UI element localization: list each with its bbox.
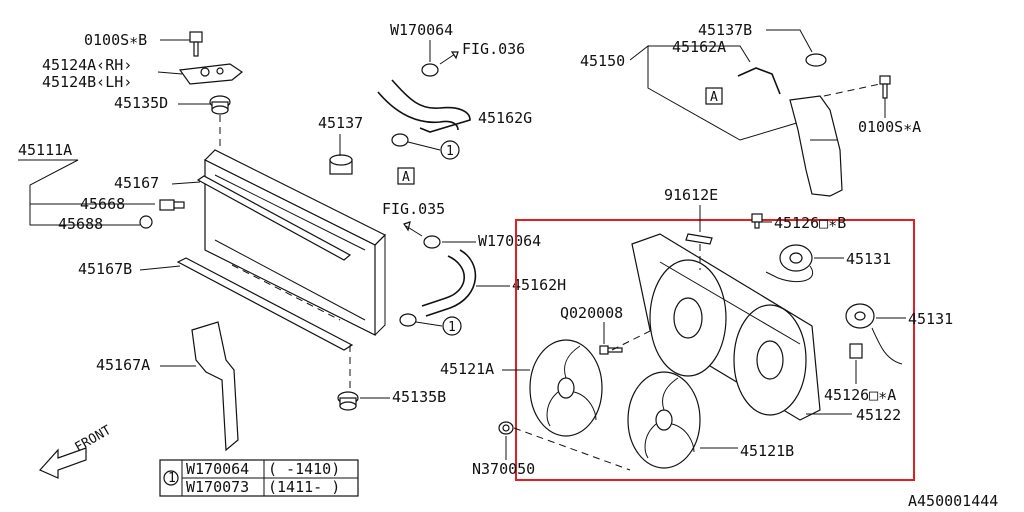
label-fig-036: FIG.036 bbox=[462, 40, 525, 58]
legend-range-1: ( -1410) bbox=[268, 460, 340, 478]
upper-bracket bbox=[178, 63, 244, 85]
label-lower-clamp: W170064 bbox=[478, 232, 541, 250]
radiator-assembly: 0100S∗B 45124A‹RH› 45124B‹LH› 45135D 451… bbox=[18, 31, 446, 452]
label-fan-b: 45121B bbox=[740, 442, 794, 460]
side-seal-a bbox=[191, 321, 239, 452]
front-indicator: FRONT bbox=[39, 423, 115, 479]
label-seal-45167a: 45167A bbox=[96, 356, 150, 374]
front-arrow-icon bbox=[39, 447, 87, 479]
fan-assembly: 91612E 45126□∗B 45131 45131 45126□∗A bbox=[440, 186, 953, 478]
label-bolt-tank: 0100S∗A bbox=[858, 118, 921, 136]
label-tank-45150: 45150 bbox=[580, 52, 625, 70]
lower-cushion bbox=[337, 391, 359, 411]
label-motor-upper: 45131 bbox=[846, 250, 891, 268]
label-motor-lower: 45131 bbox=[908, 310, 953, 328]
overflow-hose bbox=[737, 67, 781, 95]
reserve-tank bbox=[789, 95, 843, 197]
label-bracket-lh: 45124B‹LH› bbox=[42, 73, 132, 91]
label-upper-clamp: W170064 bbox=[390, 21, 453, 39]
label-lower-hose: 45162H bbox=[512, 276, 566, 294]
fan-motor-upper bbox=[765, 244, 813, 282]
label-upper-hose: 45162G bbox=[478, 109, 532, 127]
label-radiator: 45111A bbox=[18, 141, 72, 159]
hoses: W170064 FIG.036 45162G 1 45137 A FIG.035… bbox=[318, 21, 566, 336]
label-plug-45668: 45668 bbox=[80, 195, 125, 213]
label-front: FRONT bbox=[73, 423, 115, 456]
motor-bracket bbox=[849, 343, 863, 359]
reserve-tank-assembly: 45137B 45162A 45150 A 0100S∗A bbox=[580, 21, 921, 197]
label-gasket-45688: 45688 bbox=[58, 215, 103, 233]
label-bracket-45126a: 45126□∗A bbox=[824, 386, 896, 404]
label-upper-cushion: 45135D bbox=[114, 94, 168, 112]
callout-1-lower bbox=[442, 316, 462, 336]
label-fan-a: 45121A bbox=[440, 360, 494, 378]
gasket bbox=[139, 215, 153, 229]
cooling-fan-a bbox=[529, 339, 603, 437]
label-cap-45137b: 45137B bbox=[698, 21, 752, 39]
legend-part-2: W170073 bbox=[186, 478, 249, 496]
tank-cap bbox=[805, 53, 827, 67]
label-bolt-45126b: 45126□∗B bbox=[774, 214, 846, 232]
label-bolt-q020008: Q020008 bbox=[560, 304, 623, 322]
shroud-bolt bbox=[599, 345, 623, 355]
legend-callout: 1 bbox=[168, 471, 176, 486]
document-id: A450001444 bbox=[908, 492, 998, 510]
label-plate bbox=[685, 233, 713, 245]
label-plate-91612e: 91612E bbox=[664, 186, 718, 204]
motor-bolt bbox=[751, 213, 763, 229]
fan-motor-lower bbox=[845, 303, 903, 365]
lower-hose bbox=[421, 255, 465, 307]
callout-1-upper bbox=[440, 140, 460, 160]
lower-seal-b bbox=[176, 257, 354, 351]
fan-nut bbox=[498, 421, 514, 435]
upper-seal bbox=[196, 175, 352, 261]
label-nut-n370050: N370050 bbox=[472, 460, 535, 478]
svg-text:1: 1 bbox=[448, 320, 456, 335]
svg-text:A: A bbox=[710, 90, 718, 105]
radiator-core bbox=[203, 149, 387, 336]
fan-shroud bbox=[631, 233, 821, 421]
upper-clamp bbox=[421, 63, 439, 77]
label-bracket-rh: 45124A‹RH› bbox=[42, 56, 132, 74]
ref-a-mid bbox=[397, 167, 415, 185]
tank-bolt bbox=[879, 75, 891, 99]
bolt-top-left bbox=[189, 31, 203, 57]
label-lower-cushion: 45135B bbox=[392, 388, 446, 406]
callout-legend: 1 W170064 ( -1410) W170073 (1411- ) bbox=[159, 459, 359, 497]
radiator-cap bbox=[329, 154, 353, 175]
label-cap-45137: 45137 bbox=[318, 114, 363, 132]
label-hose-45162a: 45162A bbox=[672, 38, 726, 56]
label-seal-45167: 45167 bbox=[114, 174, 159, 192]
label-bolt-top-left: 0100S∗B bbox=[84, 31, 147, 49]
ref-a-tank bbox=[705, 87, 723, 105]
upper-cushion bbox=[209, 95, 231, 115]
highlight-box bbox=[515, 219, 915, 481]
label-seal-45167b: 45167B bbox=[78, 260, 132, 278]
legend-part-1: W170064 bbox=[186, 460, 249, 478]
drain-plug bbox=[159, 199, 185, 211]
label-shroud-45122: 45122 bbox=[856, 406, 901, 424]
svg-text:1: 1 bbox=[446, 144, 454, 159]
legend-callout-icon bbox=[163, 470, 179, 486]
label-fig-035: FIG.035 bbox=[382, 200, 445, 218]
cooling-fan-b bbox=[627, 371, 701, 469]
upper-hose bbox=[391, 79, 471, 133]
legend-range-2: (1411- ) bbox=[268, 478, 340, 496]
lower-clamp bbox=[423, 235, 441, 249]
svg-text:A: A bbox=[402, 170, 410, 185]
